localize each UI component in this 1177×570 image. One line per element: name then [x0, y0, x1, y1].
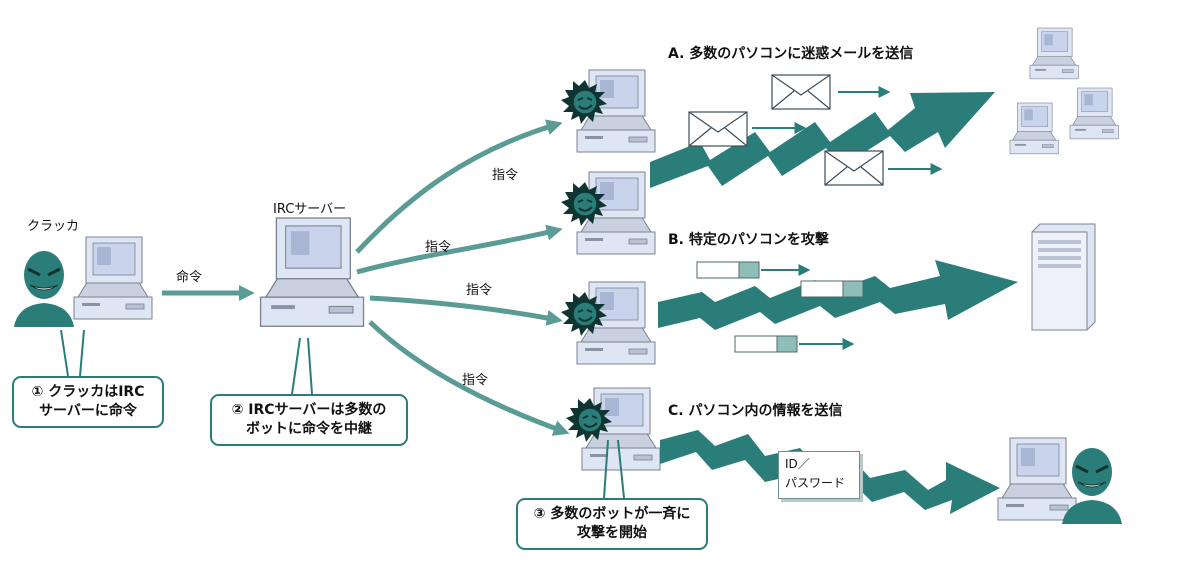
relay-label-2: 指令 — [425, 240, 452, 255]
id-line: ID／ — [785, 457, 810, 471]
callout-2-line2: ボットに命令を中継 — [246, 421, 372, 437]
callout-3-line1: ③ 多数のボットが一斉に — [533, 506, 691, 522]
spam-target-pcs — [1009, 27, 1119, 155]
attack-b-heading: B. 特定のパソコンを攻撃 — [668, 232, 829, 248]
cracker-label: クラッカ — [27, 219, 80, 234]
callout-3: ③ 多数のボットが一斉に 攻撃を開始 — [516, 498, 708, 550]
bot-pc-1 — [561, 70, 655, 152]
attack-c-heading: C. パソコン内の情報を送信 — [668, 403, 843, 419]
callout-1-line2: サーバーに命令 — [39, 403, 137, 419]
attack-packets — [696, 261, 918, 353]
target-server-icon — [1031, 223, 1096, 331]
id-password-box: ID／ パスワード — [778, 451, 860, 499]
callout-2: ② IRCサーバーは多数の ボットに命令を中継 — [210, 394, 408, 446]
irc-server-label: IRCサーバー — [273, 202, 347, 217]
callout-3-line2: 攻撃を開始 — [577, 525, 647, 541]
attack-a-heading: A. 多数のパソコンに迷惑メールを送信 — [668, 46, 914, 62]
callout-1-line1: ① クラッカはIRC — [31, 384, 145, 400]
relay-arrows — [355, 119, 570, 436]
bot-pc-2 — [561, 172, 655, 254]
spam-emails — [688, 74, 943, 186]
relay-label-4: 指令 — [462, 373, 489, 388]
attack-a-zigzag — [650, 92, 995, 188]
callout-1: ① クラッカはIRC サーバーに命令 — [12, 376, 164, 428]
relay-label-3: 指令 — [466, 283, 493, 298]
irc-server-icon — [259, 217, 365, 327]
relay-label-1: 指令 — [492, 168, 519, 183]
password-line: パスワード — [785, 476, 846, 490]
callout-2-line1: ② IRCサーバーは多数の — [231, 402, 387, 418]
command-label: 命令 — [176, 270, 203, 285]
bot-pc-4 — [566, 388, 660, 470]
cracker-figure — [12, 236, 153, 329]
bot-pc-3 — [561, 282, 655, 364]
receiving-cracker — [997, 437, 1124, 526]
callout-pointers — [60, 329, 625, 499]
